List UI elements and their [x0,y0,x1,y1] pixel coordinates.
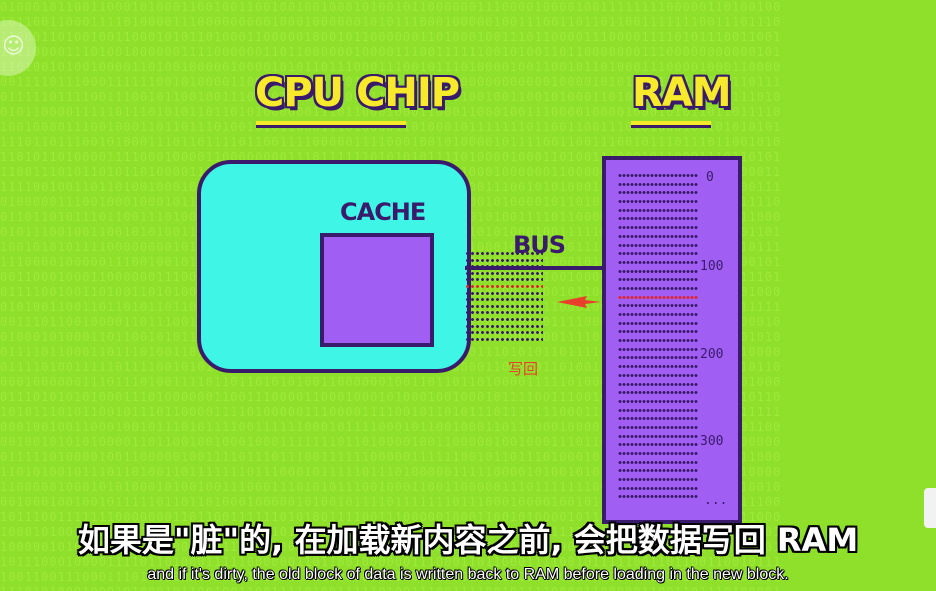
ram-box: 0 100 200 300 ... [602,156,742,524]
ram-title-underline [631,121,711,128]
ram-row [618,443,698,447]
bus-dot-line [465,291,543,295]
subtitle-chinese: 如果是"脏"的, 在加载新内容之前, 会把数据写回 RAM [77,521,859,559]
ram-row [618,226,698,230]
ram-address-label: 0 [706,170,714,185]
ram-row [618,174,698,177]
ram-row [618,234,698,238]
cpu-title-underline [256,121,406,128]
bus-dot-line [465,298,543,302]
bus-dot-line [465,311,543,315]
ram-row [618,269,698,273]
cpu-chip-title: CPU CHIP [255,70,460,116]
ram-row [618,356,698,360]
cache-box [320,233,434,347]
bus-dot-line [465,278,543,282]
bus-dot-line [465,337,543,341]
ram-memory-rows [618,174,698,504]
ram-row [618,425,698,429]
ram-row [618,391,698,395]
ram-row [618,200,698,204]
ram-row [618,313,698,316]
dirty-ram-row [618,295,698,299]
red-arrow-icon [557,296,601,308]
bus-dot-line [465,318,543,321]
ram-row [618,486,698,490]
ram-row [618,278,698,282]
bus-dot-line [465,258,543,262]
ram-row [618,243,698,247]
ram-row [618,478,698,482]
ram-row [618,408,698,412]
ram-row [618,304,698,308]
ram-row [618,373,698,377]
ram-row [618,365,698,369]
dirty-bus-line [465,285,543,288]
bus-dot-line [465,324,543,328]
ram-row [618,469,698,473]
ram-row [618,434,698,438]
ram-title: RAM [632,70,732,116]
ram-row [618,417,698,421]
ram-address-label: 200 [700,347,724,362]
channel-logo-mark-icon: ☺ [2,34,25,59]
ram-row [618,330,698,334]
ram-row [618,347,698,351]
bus-dot-line [465,265,543,269]
ram-row [618,382,698,386]
ram-row [618,191,698,195]
ram-row [618,182,698,186]
ram-row [618,286,698,290]
ram-address-label: 100 [700,259,724,274]
writeback-label: 写回 [508,360,539,378]
ram-address-label: ... [704,493,728,508]
bus-dot-line [465,252,543,255]
cache-label: CACHE [340,198,426,226]
ram-row [618,208,698,212]
ram-row [618,452,698,455]
side-tab[interactable] [924,488,936,528]
ram-row [618,399,698,403]
ram-row [618,252,698,256]
ram-row [618,495,698,499]
ram-row [618,460,698,464]
bus-dot-line [465,331,543,335]
ram-row [618,260,698,264]
ram-row [618,217,698,221]
bus-dot-line [465,304,543,308]
ram-address-label: 300 [700,434,724,449]
ram-row [618,321,698,325]
ram-row [618,339,698,343]
subtitle-english: and if it's dirty, the old block of data… [147,566,789,583]
bus-dot-line [465,271,543,275]
